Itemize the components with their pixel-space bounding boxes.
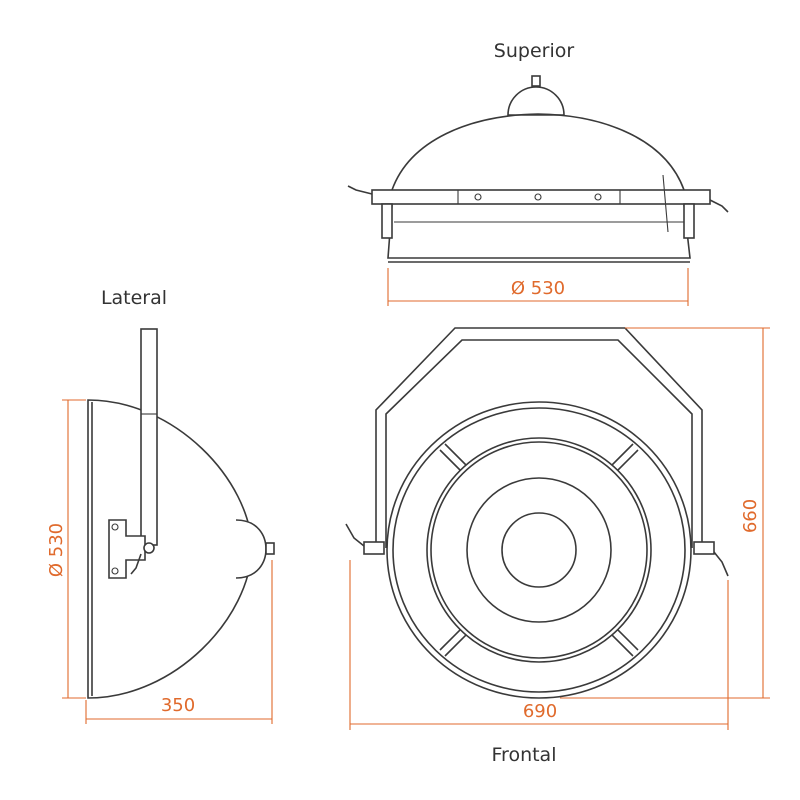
front-yoke-outer (375, 327, 703, 548)
side-knob-handle (130, 553, 142, 575)
side-hole-1 (111, 523, 119, 531)
top-body (387, 204, 691, 259)
top-view: Superior Ø 530 (347, 40, 729, 306)
front-pivot-right (693, 541, 715, 555)
side-knob (235, 519, 267, 579)
top-diameter-label: Ø 530 (511, 278, 565, 299)
front-handle-right (713, 551, 729, 577)
front-width-label: 690 (523, 701, 557, 722)
top-handle-right (709, 199, 729, 213)
front-view: 660 690 Frontal (345, 327, 770, 766)
front-center-lens (501, 512, 577, 588)
top-view-label: Superior (494, 40, 575, 62)
side-view-label: Lateral (101, 287, 167, 309)
front-height-label: 660 (740, 499, 761, 533)
top-handle-left (347, 185, 373, 195)
top-bolt-1 (474, 193, 482, 201)
top-knob-stem (531, 75, 541, 87)
top-bracket-left (381, 203, 393, 239)
top-dome (391, 113, 685, 191)
top-bracket-right (683, 203, 695, 239)
side-mount-plate (108, 519, 146, 579)
side-knob-stem (265, 542, 275, 555)
front-grille-ring-outer-inner (430, 441, 648, 659)
front-view-label: Frontal (492, 744, 557, 766)
front-handle-left (345, 523, 365, 547)
top-bolt-2 (534, 193, 542, 201)
front-outer-ring-inner (392, 407, 686, 693)
front-yoke-inner (385, 339, 693, 548)
side-diameter-label: Ø 530 (46, 523, 67, 577)
side-arm (140, 328, 158, 546)
top-knob (507, 86, 565, 116)
top-rod (662, 174, 669, 233)
top-bolt-3 (594, 193, 602, 201)
side-pivot (143, 542, 155, 554)
side-depth-label: 350 (161, 695, 195, 716)
side-hole-2 (111, 567, 119, 575)
side-view: Lateral Ø 530 350 (46, 287, 275, 724)
front-pivot-left (363, 541, 385, 555)
